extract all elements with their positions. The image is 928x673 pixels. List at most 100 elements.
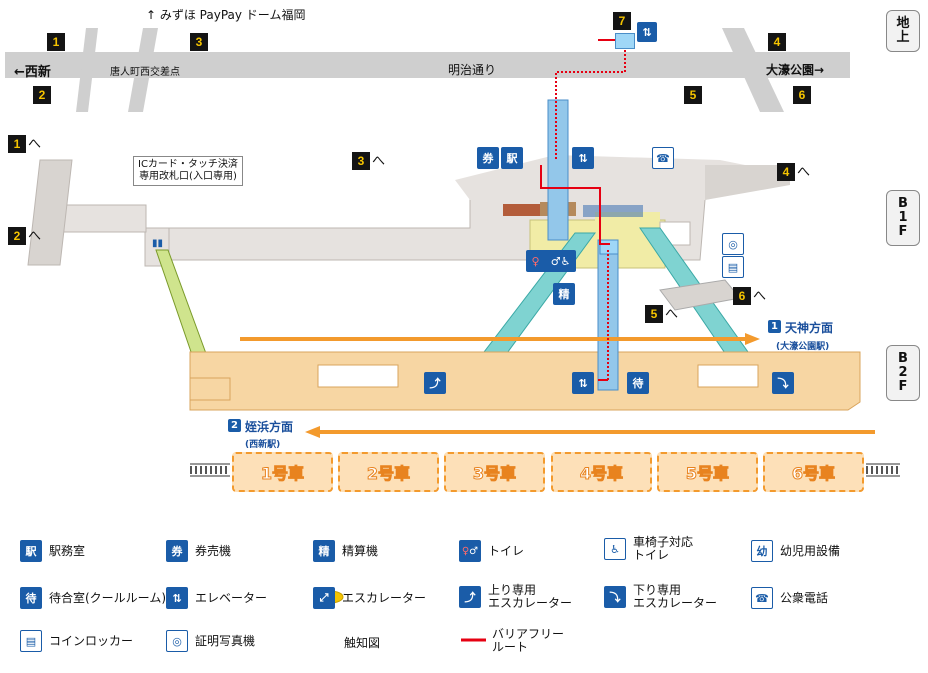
elevator-icon: ⇅ xyxy=(572,372,594,394)
exit-2-ground: 2 xyxy=(33,86,51,104)
legend-baby: 幼幼児用設備 xyxy=(751,540,840,562)
phone-icon: ☎ xyxy=(652,147,674,169)
floor-ground: 地 上 xyxy=(886,10,920,52)
floor-b1: B 1 F xyxy=(886,190,920,246)
legend-ticket-machine: 券券売機 xyxy=(166,540,231,562)
exit-1-b1: 1 xyxy=(8,135,26,153)
west-stair-hall xyxy=(27,159,73,266)
legend-elevator: ⇅エレベーター xyxy=(166,587,267,609)
legend-fare-adjust: 精精算機 xyxy=(313,540,378,562)
legend-station-office: 駅駅務室 xyxy=(20,540,85,562)
legend-photo-booth: ◎証明写真機 xyxy=(166,630,255,652)
car-1: 1号車 xyxy=(232,452,333,492)
station-office-icon: 駅 xyxy=(501,147,523,169)
platform-void-right xyxy=(697,364,759,388)
street-name: 明治通り xyxy=(448,63,497,77)
tenjin-direction: 天神方面 xyxy=(785,321,834,335)
car-6: 6号車 xyxy=(763,452,864,492)
up-arrow: へ xyxy=(665,307,679,322)
ic-gate-icon: ▮▮ xyxy=(152,238,164,249)
photo-booth-icon: ◎ xyxy=(166,630,188,652)
west-passage xyxy=(59,204,147,233)
exit-6-b1: 6 xyxy=(733,287,751,305)
ticket-gates xyxy=(583,205,643,217)
down-escalator-icon: ⤵ xyxy=(604,586,626,608)
exit-3-ground: 3 xyxy=(190,33,208,51)
baby-icon: 幼 xyxy=(751,540,773,562)
legend-escalator: ⤢エスカレーター xyxy=(313,587,426,609)
waiting-room-icon: 待 xyxy=(627,372,649,394)
waiting-room-icon: 待 xyxy=(20,587,42,609)
ticket-machine-icon: 券 xyxy=(477,147,499,169)
west-direction: ←西新 xyxy=(14,65,51,80)
crosswalk-west xyxy=(76,28,98,112)
exit-4-b1: 4 xyxy=(777,163,795,181)
exit-6-ground: 6 xyxy=(793,86,811,104)
wheelchair-icon: ♿ xyxy=(604,538,626,560)
locker-icon: ▤ xyxy=(722,256,744,278)
ic-gate-callout: ICカード・タッチ決済 専用改札口(入口専用) xyxy=(133,156,243,186)
exit-5-ground: 5 xyxy=(684,86,702,104)
locker-icon: ▤ xyxy=(20,630,42,652)
barrier-free-route xyxy=(540,39,626,381)
toilet-icon: ♀♂♿ xyxy=(526,250,576,272)
dome-direction: ↑ みずほ PayPay ドーム福岡 xyxy=(146,8,306,22)
photo-booth-icon: ◎ xyxy=(722,233,744,255)
east-direction: 大濠公園→ xyxy=(766,63,825,77)
legend-tactile-map: 触知図 xyxy=(344,636,381,650)
crossing-name: 唐人町西交差点 xyxy=(110,67,180,78)
exit-4-ground: 4 xyxy=(768,33,786,51)
crosswalk-east xyxy=(722,28,784,112)
up-arrow: へ xyxy=(753,289,767,304)
legend-down-escalator: ⤵下り専用 エスカレーター xyxy=(604,584,717,610)
up-escalator-icon: ⤴ xyxy=(459,586,481,608)
tenjin-station: (大濠公園駅) xyxy=(776,342,830,352)
meinohama-direction: 姪浜方面 xyxy=(245,420,294,434)
up-escalator-icon: ⤴ xyxy=(424,372,446,394)
line-1-badge: 1 xyxy=(768,320,781,333)
car-5: 5号車 xyxy=(657,452,758,492)
up-arrow: へ xyxy=(28,137,42,152)
nishijin-station: (西新駅) xyxy=(245,440,281,450)
fare-adjust-icon: 精 xyxy=(553,283,575,305)
legend-locker: ▤コインロッカー xyxy=(20,630,133,652)
legend-barrier-free-route: バリアフリー ルート xyxy=(492,627,565,654)
up-arrow: へ xyxy=(797,165,811,180)
up-arrow: へ xyxy=(28,229,42,244)
legend-wheelchair: ♿車椅子対応 トイレ xyxy=(604,536,693,562)
exit-5-b1: 5 xyxy=(645,305,663,323)
toilet-icon: ♀♂ xyxy=(459,540,481,562)
legend-phone: ☎公衆電話 xyxy=(751,587,828,609)
b1-upper-hall xyxy=(455,155,770,200)
platform-void-left xyxy=(317,364,399,388)
down-escalator-icon: ⤵ xyxy=(772,372,794,394)
ticket-machine-icon: 券 xyxy=(166,540,188,562)
legend-waiting-room: 待待合室(クールルーム) xyxy=(20,587,166,609)
phone-icon: ☎ xyxy=(751,587,773,609)
exit-7-ground: 7 xyxy=(613,12,631,30)
floor-b2: B 2 F xyxy=(886,345,920,401)
crosswalk-mid xyxy=(128,28,158,112)
legend-toilet: ♀♂トイレ xyxy=(459,540,524,562)
rail-track xyxy=(190,463,900,477)
exit-3-b1: 3 xyxy=(352,152,370,170)
line-2-badge: 2 xyxy=(228,419,241,432)
exit-2-b1: 2 xyxy=(8,227,26,245)
elevator-icon: ⇅ xyxy=(572,147,594,169)
car-2: 2号車 xyxy=(338,452,439,492)
escalator-icon: ⤢ xyxy=(313,587,335,609)
station-office-block xyxy=(503,204,543,216)
elevator-ground-box xyxy=(615,33,635,49)
elevator-icon: ⇅ xyxy=(166,587,188,609)
legend-up-escalator: ⤴上り専用 エスカレーター xyxy=(459,584,572,610)
station-office-icon: 駅 xyxy=(20,540,42,562)
up-arrow: へ xyxy=(372,154,386,169)
b2-platform xyxy=(189,351,861,411)
street xyxy=(5,52,850,78)
fare-adjust-icon: 精 xyxy=(313,540,335,562)
car-4: 4号車 xyxy=(551,452,652,492)
exit4-stair xyxy=(705,165,790,200)
car-3: 3号車 xyxy=(444,452,545,492)
